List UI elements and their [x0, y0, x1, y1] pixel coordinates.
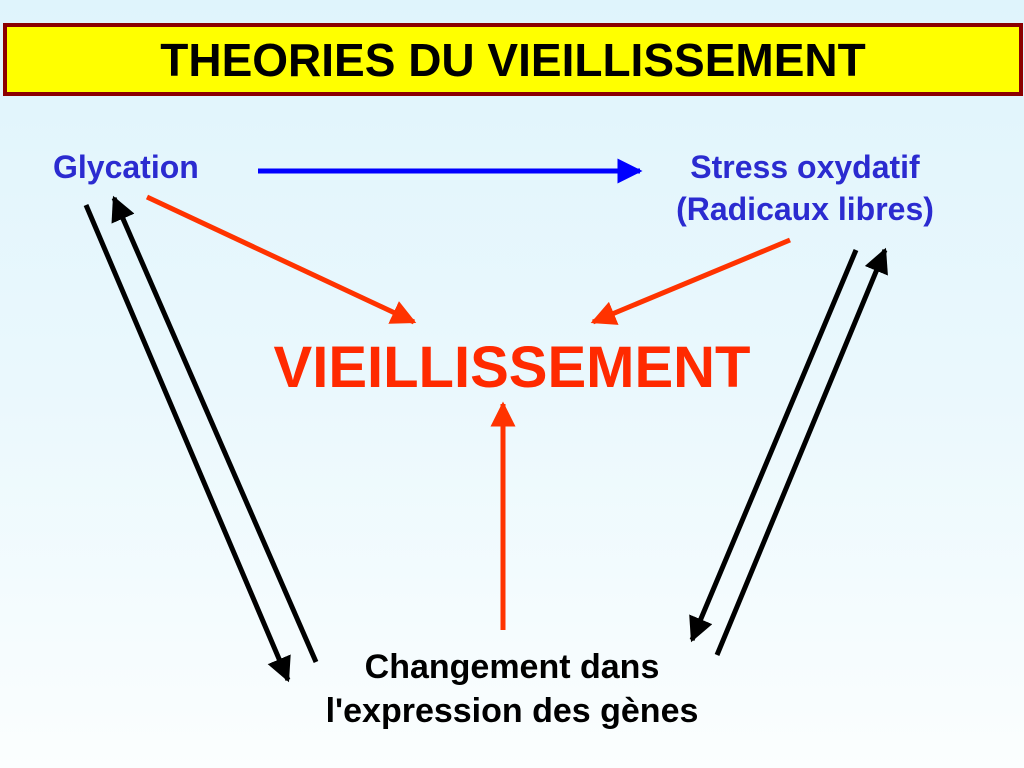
arrow-glycation-to-genes — [83, 204, 291, 683]
arrow-genes-to-glycation — [111, 195, 319, 663]
arrow-glycation-to-center — [145, 194, 417, 325]
node-glycation: Glycation — [53, 147, 199, 189]
arrow-genes-to-stress — [714, 247, 888, 656]
center-label: VIEILLISSEMENT — [273, 335, 751, 400]
node-vieillissement: VIEILLISSEMENT — [262, 336, 762, 400]
node-stress-oxydatif: Stress oxydatif (Radicaux libres) — [640, 147, 970, 230]
genes-label-line1: Changement dans — [364, 648, 660, 686]
stress-label-line2: (Radicaux libres) — [676, 190, 934, 227]
stress-label-line1: Stress oxydatif — [690, 149, 920, 185]
glycation-label: Glycation — [53, 149, 199, 185]
genes-label-line2: l'expression des gènes — [325, 692, 699, 731]
page-title: THEORIES DU VIEILLISSEMENT — [160, 33, 866, 86]
arrow-stress-to-genes — [689, 249, 859, 643]
arrow-stress-to-center — [590, 237, 791, 325]
title-banner: THEORIES DU VIEILLISSEMENT — [3, 23, 1023, 96]
node-gene-expression: Changement dans l'expression des gènes — [262, 645, 762, 733]
